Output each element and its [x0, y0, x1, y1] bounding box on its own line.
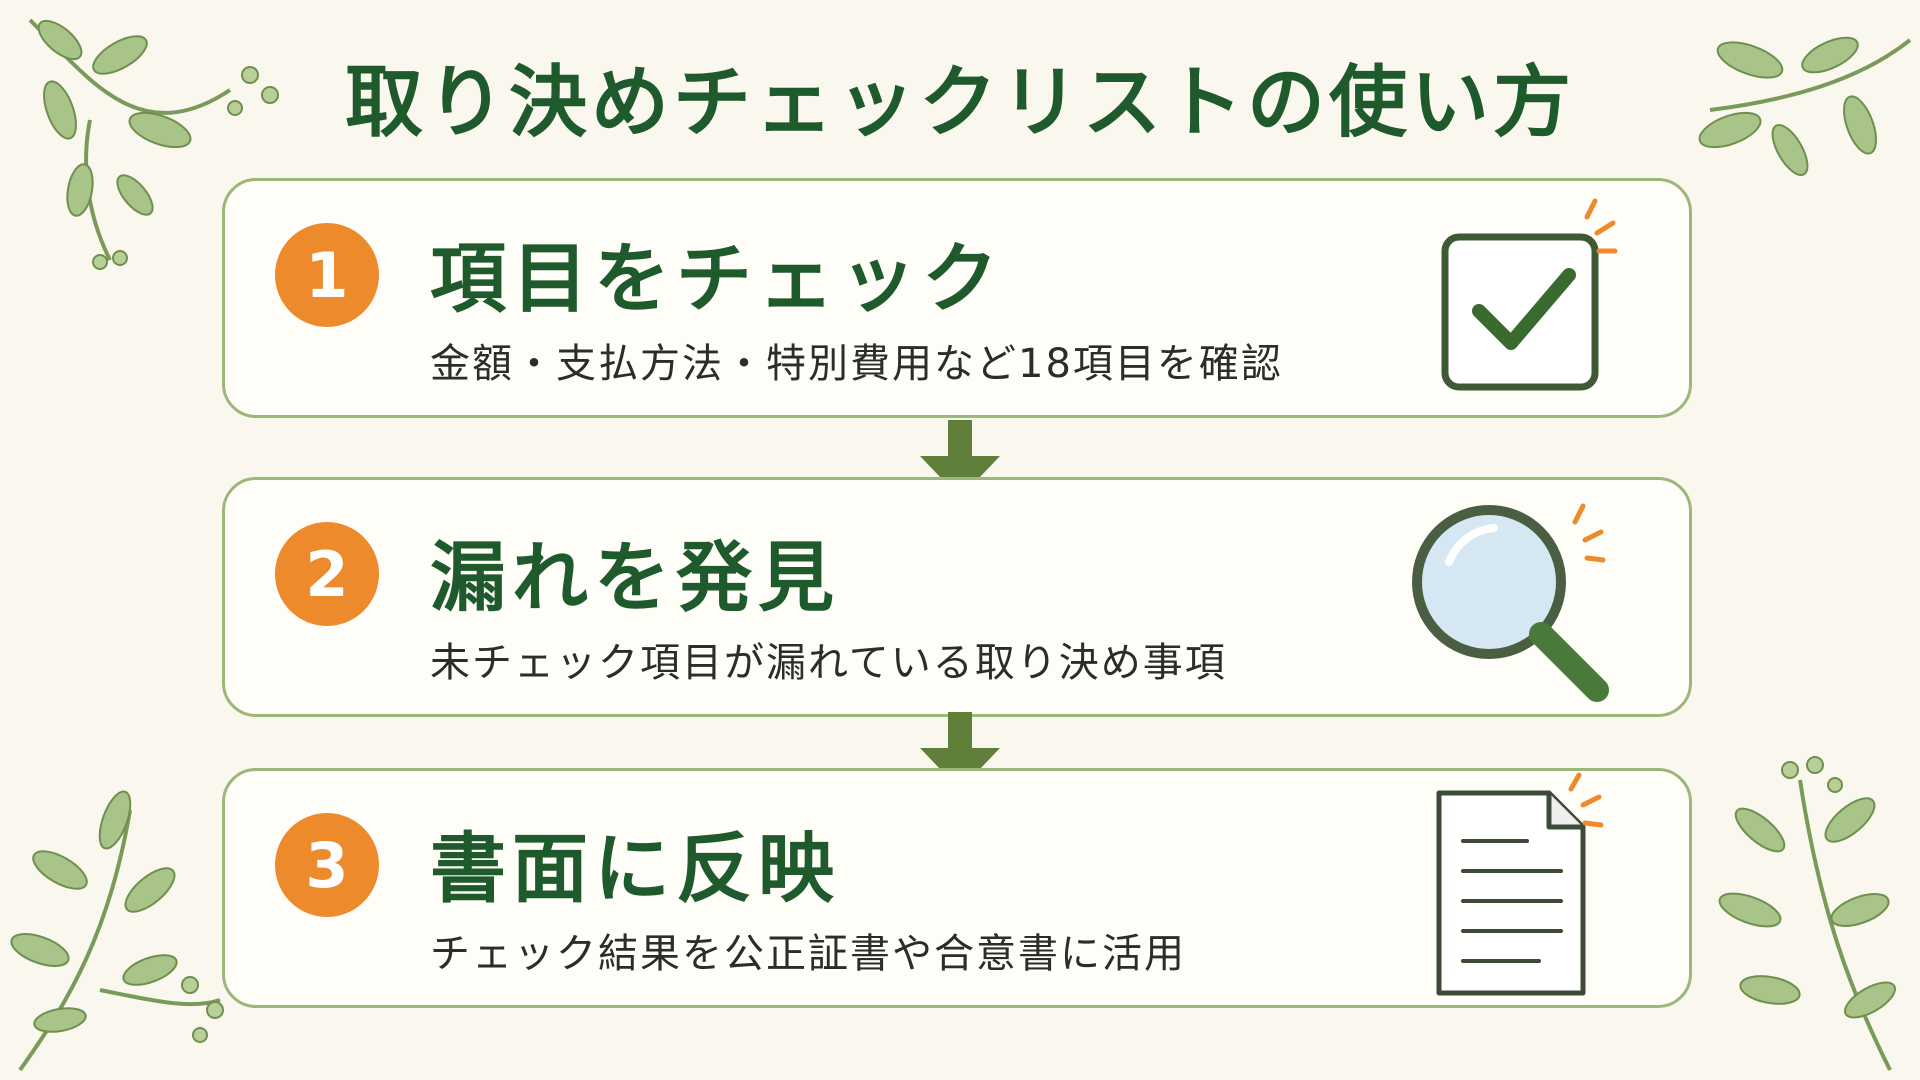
step-number-badge: 2 — [275, 522, 379, 626]
leaf-decoration-top-left-icon — [28, 18, 279, 270]
leaf-decoration-bottom-left-icon — [10, 790, 224, 1072]
step-card-2: 2 漏れを発見 未チェック項目が漏れている取り決め事項 — [222, 477, 1692, 717]
step-card-1: 1 項目をチェック 金額・支払方法・特別費用など18項目を確認 — [222, 178, 1692, 418]
step-heading: 漏れを発見 — [430, 533, 840, 622]
step-description: 未チェック項目が漏れている取り決め事項 — [430, 640, 1227, 686]
checkbox-icon — [1441, 198, 1618, 391]
step-heading: 書面に反映 — [430, 824, 840, 913]
step-description: 金額・支払方法・特別費用など18項目を確認 — [430, 341, 1283, 387]
step-number-badge: 1 — [275, 223, 379, 327]
magnifier-icon — [1412, 503, 1609, 702]
down-arrow-icon — [920, 712, 1000, 790]
step-card-3: 3 書面に反映 チェック結果を公正証書や合意書に活用 — [222, 768, 1692, 1008]
step-number-badge: 3 — [275, 813, 379, 917]
leaf-decoration-bottom-right-icon — [1718, 756, 1896, 1071]
leaf-decoration-top-right-icon — [1698, 36, 1912, 176]
step-description: チェック結果を公正証書や合意書に活用 — [430, 931, 1186, 977]
document-icon — [1436, 772, 1604, 996]
down-arrow-icon — [920, 420, 1000, 498]
step-heading: 項目をチェック — [430, 234, 1004, 323]
page-title: 取り決めチェックリストの使い方 — [344, 58, 1575, 148]
